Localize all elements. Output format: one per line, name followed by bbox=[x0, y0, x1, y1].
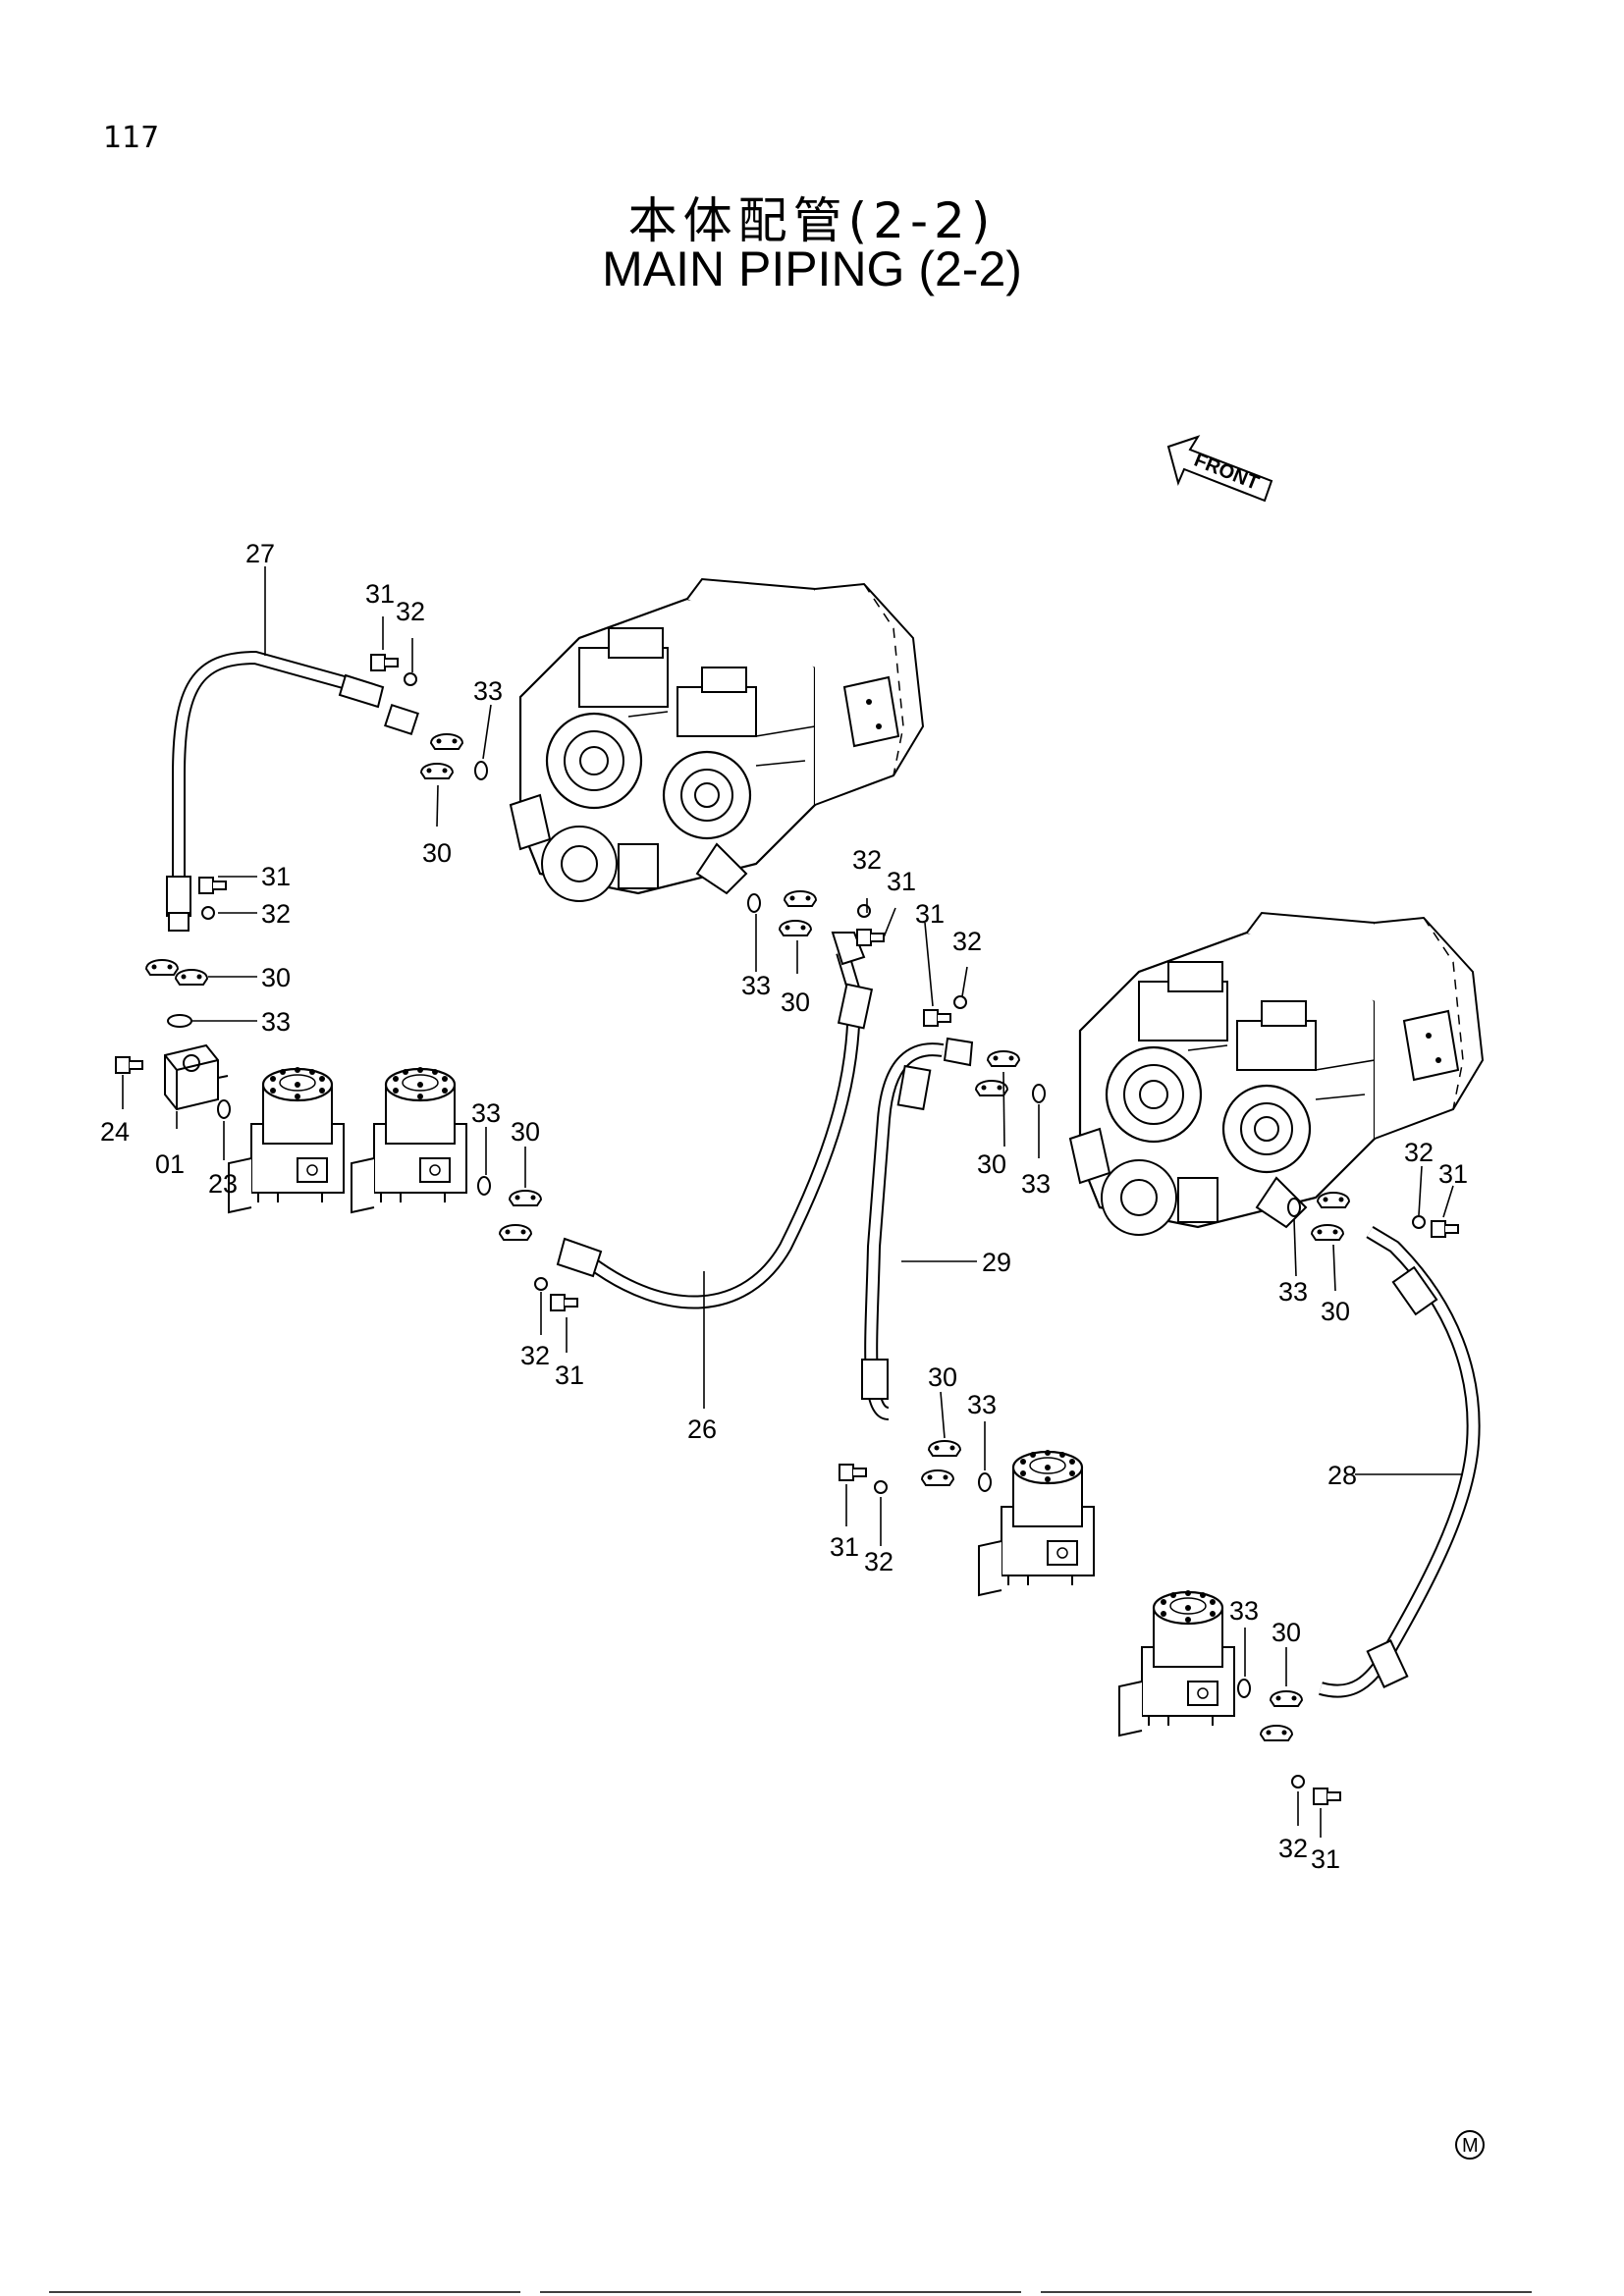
callout-31: 31 bbox=[1311, 1844, 1340, 1874]
bolt-31 bbox=[1431, 1220, 1459, 1238]
callout-33: 33 bbox=[1229, 1596, 1259, 1626]
o-ring-23 bbox=[217, 1099, 231, 1119]
washer-32 bbox=[953, 995, 967, 1009]
callout-32: 32 bbox=[1404, 1138, 1434, 1167]
o-ring-33 bbox=[167, 1014, 192, 1028]
bolt-31 bbox=[856, 929, 885, 946]
leader-lines bbox=[122, 566, 1463, 1838]
callout-30: 30 bbox=[928, 1362, 957, 1392]
callout-30: 30 bbox=[511, 1117, 540, 1147]
callout-31: 31 bbox=[830, 1532, 859, 1562]
callout-33: 33 bbox=[1021, 1169, 1051, 1199]
o-ring-33 bbox=[747, 893, 761, 913]
callout-32: 32 bbox=[261, 899, 291, 929]
hose-28 bbox=[1319, 1225, 1481, 1698]
flange-clamp-30 bbox=[1311, 1224, 1344, 1241]
callout-33: 33 bbox=[967, 1390, 997, 1419]
callout-32: 32 bbox=[952, 927, 982, 956]
washer-32 bbox=[874, 1480, 888, 1494]
motor-d bbox=[1117, 1588, 1236, 1737]
washer-32 bbox=[1412, 1215, 1426, 1229]
callout-32: 32 bbox=[396, 597, 425, 626]
callout-31: 31 bbox=[1438, 1159, 1468, 1189]
callout-30: 30 bbox=[1321, 1297, 1350, 1326]
callout-29: 29 bbox=[982, 1248, 1011, 1277]
callout-30: 30 bbox=[781, 988, 810, 1017]
callout-33: 33 bbox=[471, 1098, 501, 1128]
washer-32 bbox=[857, 904, 871, 918]
bolt-31 bbox=[198, 877, 227, 894]
callout-31: 31 bbox=[261, 862, 291, 891]
flange-clamp-30 bbox=[175, 969, 208, 986]
o-ring-33 bbox=[474, 761, 488, 780]
callout-26: 26 bbox=[687, 1415, 717, 1444]
callout-23: 23 bbox=[208, 1169, 238, 1199]
flange-clamp-30 bbox=[499, 1224, 532, 1241]
flange-clamp-30 bbox=[509, 1190, 542, 1206]
flange-clamp-30 bbox=[1317, 1192, 1350, 1208]
washer-32 bbox=[201, 906, 215, 920]
bolt-31 bbox=[1313, 1788, 1341, 1805]
callout-28: 28 bbox=[1327, 1461, 1357, 1490]
callout-24: 24 bbox=[100, 1117, 130, 1147]
callout-32: 32 bbox=[520, 1341, 550, 1370]
callout-32: 32 bbox=[1278, 1834, 1308, 1863]
callout-30: 30 bbox=[422, 838, 452, 868]
o-ring-33 bbox=[477, 1176, 491, 1196]
callout-33: 33 bbox=[1278, 1277, 1308, 1307]
bolt-31 bbox=[923, 1009, 951, 1027]
flange-clamp-30 bbox=[145, 959, 179, 976]
block-01 bbox=[164, 1043, 229, 1111]
washer-32 bbox=[1291, 1775, 1305, 1789]
bolt-31 bbox=[839, 1464, 867, 1481]
callout-32: 32 bbox=[864, 1547, 893, 1576]
title-japanese: 本体配管(2-2) bbox=[627, 192, 997, 249]
flange-clamp-30 bbox=[921, 1469, 954, 1486]
flange-clamp-30 bbox=[420, 763, 454, 779]
hose-29 bbox=[861, 1037, 974, 1420]
hose-27 bbox=[166, 650, 419, 932]
motor-c bbox=[977, 1448, 1096, 1597]
circled-m-mark: M bbox=[1455, 2130, 1485, 2160]
flange-clamp-30 bbox=[779, 920, 812, 936]
flange-clamp-30 bbox=[928, 1440, 961, 1457]
callout-30: 30 bbox=[261, 963, 291, 992]
callout-31: 31 bbox=[555, 1361, 584, 1390]
callout-01: 01 bbox=[155, 1149, 185, 1179]
hose-26 bbox=[556, 932, 874, 1309]
front-label: FRONT bbox=[1191, 450, 1262, 495]
bolt-31 bbox=[370, 654, 399, 671]
callout-31: 31 bbox=[365, 579, 395, 609]
callout-31: 31 bbox=[915, 899, 945, 929]
o-ring-33 bbox=[1032, 1084, 1046, 1103]
callout-32: 32 bbox=[852, 845, 882, 875]
callout-30: 30 bbox=[1272, 1618, 1301, 1647]
callout-27: 27 bbox=[245, 539, 275, 568]
title-english: MAIN PIPING (2-2) bbox=[602, 241, 1022, 296]
flange-clamp-30 bbox=[430, 733, 463, 750]
callout-33: 33 bbox=[261, 1007, 291, 1037]
circled-m-letter: M bbox=[1462, 2135, 1479, 2157]
flange-clamp-30 bbox=[975, 1080, 1008, 1096]
washer-32 bbox=[534, 1277, 548, 1291]
callout-33: 33 bbox=[741, 971, 771, 1000]
front-arrow-icon: FRONT bbox=[1166, 435, 1273, 503]
callout-labels: 27 31 32 33 30 31 32 30 33 24 01 23 33 3… bbox=[100, 539, 1468, 1874]
bolt-31 bbox=[550, 1294, 578, 1311]
flange-clamp-30 bbox=[1270, 1690, 1303, 1707]
o-ring-33 bbox=[1237, 1679, 1251, 1698]
motor-a bbox=[227, 1065, 346, 1214]
flange-clamp-30 bbox=[784, 890, 817, 907]
callout-30: 30 bbox=[977, 1149, 1006, 1179]
page-number: 117 bbox=[103, 121, 160, 155]
o-ring-33 bbox=[978, 1472, 992, 1492]
flange-clamp-30 bbox=[987, 1050, 1020, 1067]
callout-33: 33 bbox=[473, 676, 503, 706]
flange-clamp-30 bbox=[1260, 1725, 1293, 1741]
bolt-24 bbox=[115, 1056, 143, 1074]
washer-32 bbox=[404, 672, 417, 686]
motor-b bbox=[350, 1065, 468, 1214]
callout-31: 31 bbox=[887, 867, 916, 896]
